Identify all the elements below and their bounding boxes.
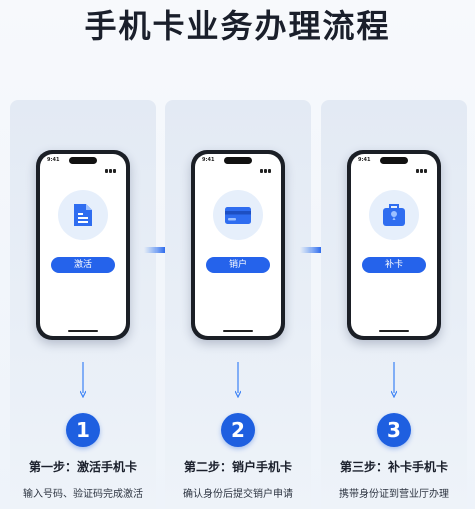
replace-card-button[interactable]: 补卡: [362, 257, 426, 273]
arrow-down-icon: [235, 362, 241, 398]
phone-screen: 9:41 销户: [195, 154, 281, 336]
home-indicator: [223, 330, 253, 332]
dynamic-island: [224, 157, 252, 164]
icon-badge: [213, 190, 263, 240]
home-indicator: [68, 330, 98, 332]
card-icon: [225, 207, 251, 224]
briefcase-icon: [383, 204, 405, 226]
signal-battery-icon: [415, 158, 431, 173]
phone-mockup: 9:41 补卡: [347, 150, 441, 340]
cancel-account-button[interactable]: 销户: [206, 257, 270, 273]
step-description: 输入号码、验证码完成激活: [23, 489, 143, 500]
dynamic-island: [380, 157, 408, 164]
step-title: 第三步：补卡手机卡: [339, 460, 448, 474]
step-column-1: 9:41 激活 1 第一步：激活手机卡 输入号码、验证码完成激活: [10, 100, 156, 509]
phone-mockup: 9:41 销户: [191, 150, 285, 340]
status-time: 9:41: [47, 157, 60, 163]
arrow-down-icon: [80, 362, 86, 398]
step-description: 携带身份证到营业厅办理: [339, 489, 449, 500]
document-icon: [74, 204, 92, 226]
step-number-badge: 1: [66, 413, 100, 447]
step-title: 第一步：激活手机卡: [28, 460, 137, 474]
step-description: 确认身份后提交销户申请: [183, 489, 293, 500]
icon-badge: [58, 190, 108, 240]
page-title: 手机卡业务办理流程: [84, 7, 391, 45]
step-column-3: 9:41 补卡 3 第三步：补卡手机卡 携带身份证到营业厅办理: [321, 100, 467, 509]
home-indicator: [379, 330, 409, 332]
step-number-badge: 2: [221, 413, 255, 447]
phone-screen: 9:41 补卡: [351, 154, 437, 336]
signal-battery-icon: [104, 158, 120, 173]
arrow-down-icon: [391, 362, 397, 398]
signal-battery-icon: [259, 158, 275, 173]
status-time: 9:41: [202, 157, 215, 163]
icon-badge: [369, 190, 419, 240]
phone-screen: 9:41 激活: [40, 154, 126, 336]
dynamic-island: [69, 157, 97, 164]
activate-button[interactable]: 激活: [51, 257, 115, 273]
step-title: 第二步：销户手机卡: [183, 460, 292, 474]
phone-mockup: 9:41 激活: [36, 150, 130, 340]
status-time: 9:41: [358, 157, 371, 163]
step-column-2: 9:41 销户 2 第二步：销户手机卡 确认身份后提交销户申请: [165, 100, 311, 509]
step-number-badge: 3: [377, 413, 411, 447]
